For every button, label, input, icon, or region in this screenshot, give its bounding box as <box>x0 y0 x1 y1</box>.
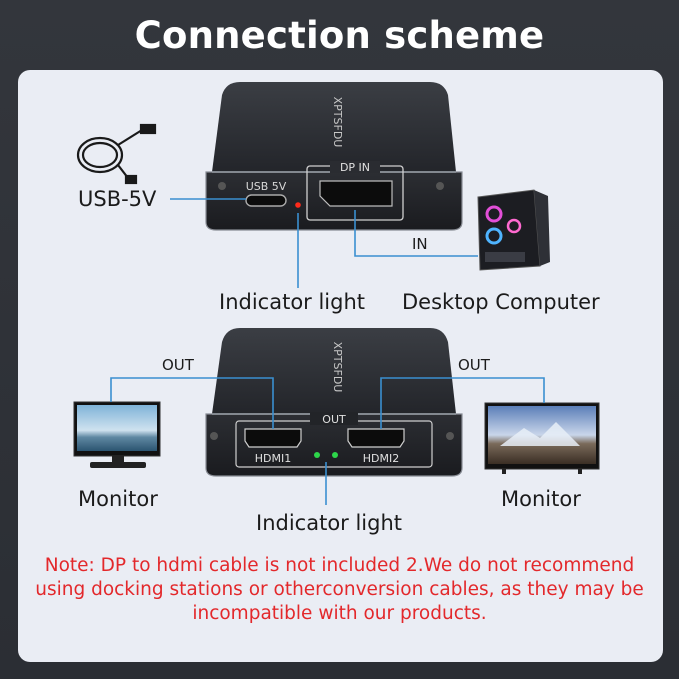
device-brand-top: XPTSFDU <box>331 97 344 148</box>
green-indicator-led-1 <box>314 452 320 458</box>
device-brand-bottom: XPTSFDU <box>331 342 344 393</box>
monitor-left-icon <box>73 401 161 468</box>
dp-in-port <box>319 180 393 207</box>
in-label: IN <box>412 235 428 253</box>
monitor-right-label: Monitor <box>501 487 581 511</box>
out-left-label: OUT <box>162 356 194 374</box>
connector-lines <box>110 198 545 505</box>
red-indicator-led <box>295 202 301 208</box>
green-indicator-led-2 <box>332 452 338 458</box>
monitor-left-label: Monitor <box>78 487 158 511</box>
page-title: Connection scheme <box>134 14 545 57</box>
usb-power-label: USB-5V <box>78 187 157 211</box>
desktop-computer-icon <box>477 189 550 271</box>
hdmi1-out-line <box>110 377 274 429</box>
hdmi2-out-line <box>380 377 545 429</box>
hdmi2-port <box>347 428 405 448</box>
usb-port-label: USB 5V <box>246 180 287 193</box>
splitter-device-top <box>205 82 463 231</box>
usb-c-port <box>245 194 287 207</box>
desktop-computer-label: Desktop Computer <box>402 290 600 314</box>
hdmi2-label: HDMI2 <box>363 452 399 465</box>
dp-in-line <box>354 210 478 257</box>
hdmi1-label: HDMI1 <box>255 452 291 465</box>
indicator-top-label: Indicator light <box>219 290 366 314</box>
out-right-label: OUT <box>458 356 490 374</box>
usb-cable-icon <box>76 123 157 185</box>
out-group-label: OUT <box>322 413 346 426</box>
indicator-bottom-label: Indicator light <box>256 511 403 535</box>
dp-port-label: DP IN <box>340 161 370 174</box>
compatibility-note: Note: DP to hdmi cable is not included 2… <box>35 555 644 624</box>
monitor-right-icon <box>484 402 600 474</box>
hdmi1-port <box>244 428 302 448</box>
